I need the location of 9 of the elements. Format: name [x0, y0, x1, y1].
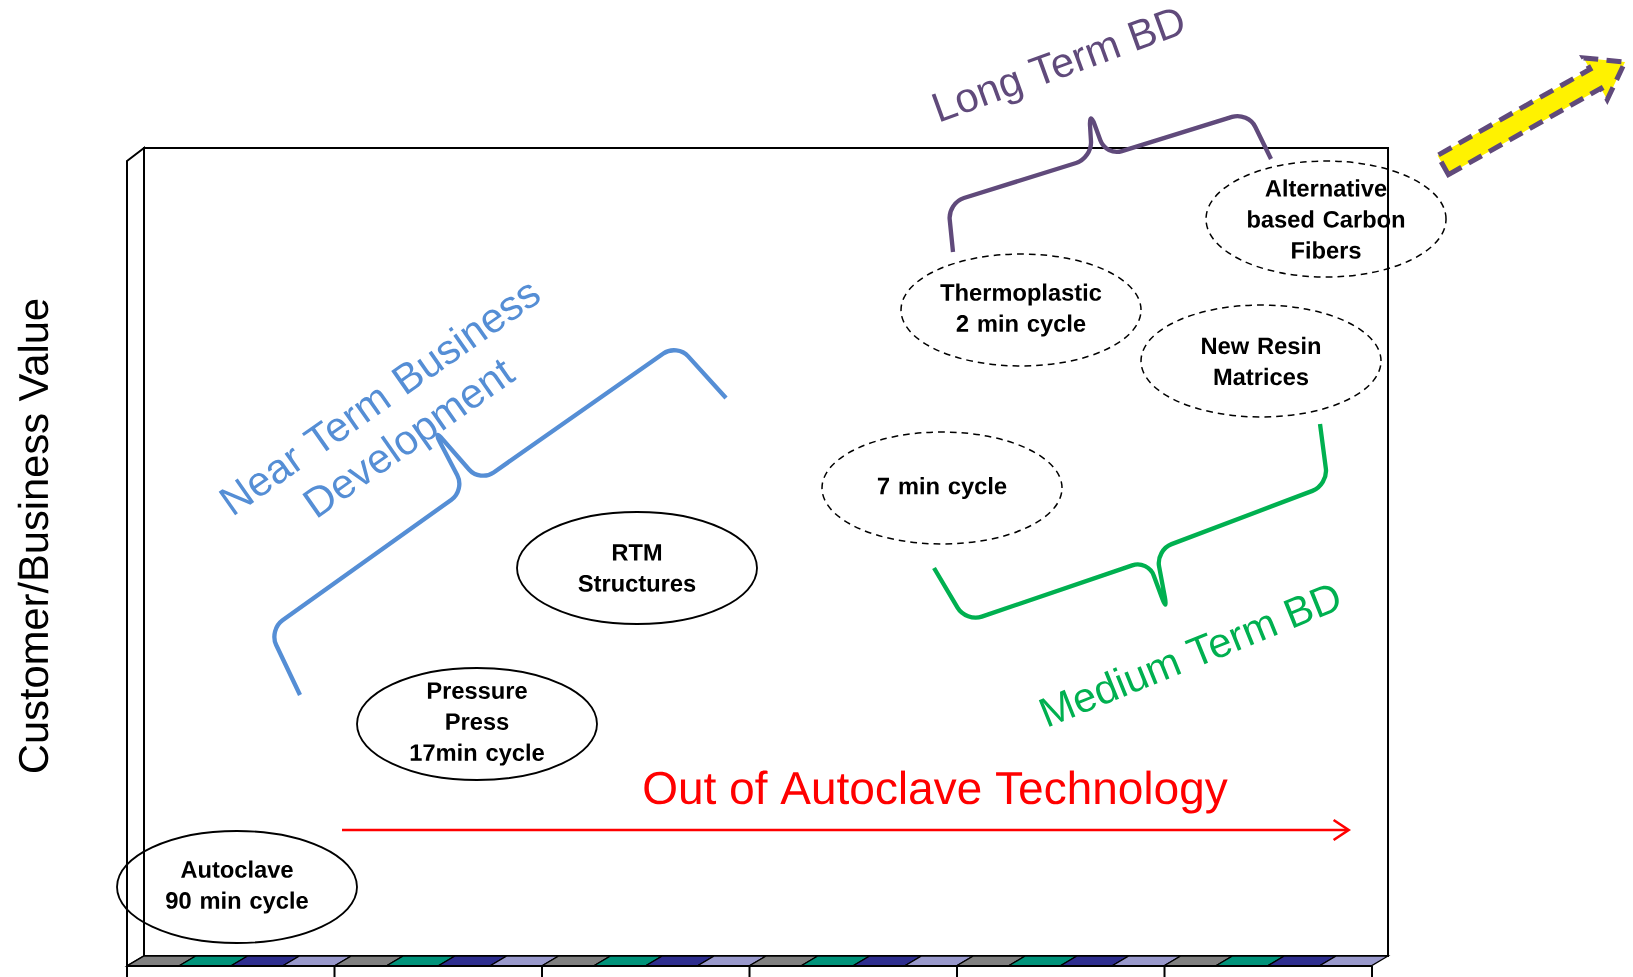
- oval-label: 7 min cycle: [821, 431, 1063, 545]
- oval-label: Thermoplastic 2 min cycle: [900, 253, 1142, 367]
- arrow-label: Out of Autoclave Technology: [644, 770, 1228, 814]
- oval-label: Pressure Press 17min cycle: [356, 667, 598, 781]
- axis-label: Customer/Business Value: [17, 299, 49, 773]
- oval-label: Autoclave 90 min cycle: [116, 830, 358, 944]
- bracket-label: Long Term BD: [931, 9, 1183, 122]
- oval-label: RTM Structures: [516, 511, 758, 625]
- oval-label: New Resin Matrices: [1140, 304, 1382, 418]
